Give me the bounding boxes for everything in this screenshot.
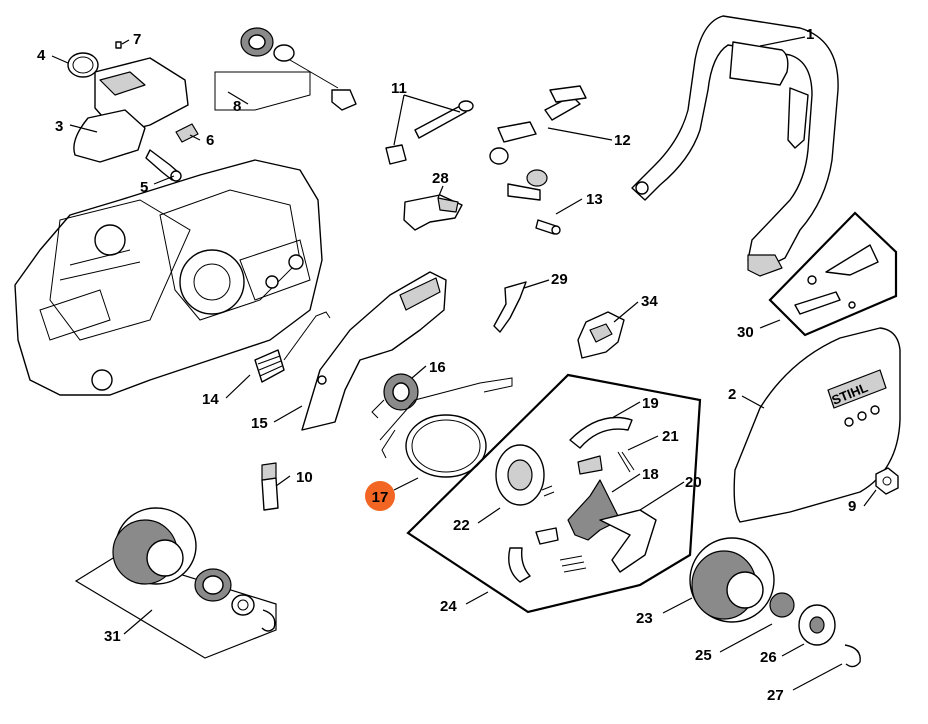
leader-lines	[51, 36, 877, 691]
label-20[interactable]: 20	[685, 474, 702, 491]
part-24-clutch-box[interactable]	[406, 373, 702, 614]
part-tensioner[interactable]	[489, 85, 587, 201]
label-24[interactable]: 24	[440, 598, 457, 615]
part-31-sprocket[interactable]	[74, 507, 277, 659]
part-cover-plate[interactable]	[301, 271, 447, 431]
label-10[interactable]: 10	[296, 469, 313, 486]
label-30[interactable]: 30	[737, 324, 754, 341]
label-28[interactable]: 28	[432, 170, 449, 187]
part-clutch-drum[interactable]	[689, 537, 861, 668]
label-23[interactable]: 23	[636, 610, 653, 627]
part-number-labels: 1 2 3 4 5 6 7 8 9 10 11 12 13 14 15 16 1…	[37, 26, 856, 704]
label-5[interactable]: 5	[140, 179, 148, 196]
part-hand-guard[interactable]	[631, 15, 839, 277]
label-11[interactable]: 11	[391, 80, 407, 97]
label-22[interactable]: 22	[453, 517, 470, 534]
part-sprocket-cover[interactable]: STIHL	[733, 327, 901, 523]
part-spring-16[interactable]	[371, 373, 419, 419]
part-spring-clip[interactable]	[493, 281, 527, 333]
label-27[interactable]: 27	[767, 687, 784, 704]
label-17[interactable]: 17	[372, 489, 389, 506]
label-12[interactable]: 12	[614, 132, 631, 149]
label-14[interactable]: 14	[202, 391, 219, 408]
part-spring[interactable]	[254, 311, 331, 383]
label-34[interactable]: 34	[641, 293, 658, 310]
label-6[interactable]: 6	[206, 132, 214, 149]
part-chain-catcher[interactable]	[577, 311, 625, 359]
highlighted-label-17[interactable]: 17	[365, 481, 395, 511]
part-screw[interactable]	[535, 219, 561, 235]
label-7[interactable]: 7	[133, 31, 141, 48]
part-fittings[interactable]	[145, 123, 199, 182]
label-18[interactable]: 18	[642, 466, 659, 483]
part-30-inset[interactable]	[768, 211, 898, 337]
part-adjusting-kit[interactable]	[214, 27, 357, 111]
label-2[interactable]: 2	[728, 386, 736, 403]
label-4[interactable]: 4	[37, 47, 46, 64]
label-19[interactable]: 19	[642, 395, 659, 412]
part-oil-pump[interactable]	[67, 41, 189, 163]
part-pin[interactable]	[261, 462, 279, 511]
label-15[interactable]: 15	[251, 415, 268, 432]
label-8[interactable]: 8	[233, 98, 241, 115]
label-29[interactable]: 29	[551, 271, 568, 288]
part-crankcase[interactable]	[14, 159, 323, 396]
label-9[interactable]: 9	[848, 498, 856, 515]
part-strap-loop[interactable]	[379, 377, 513, 478]
label-26[interactable]: 26	[760, 649, 777, 666]
label-25[interactable]: 25	[695, 647, 712, 664]
label-1[interactable]: 1	[806, 26, 814, 43]
part-nut[interactable]	[875, 467, 899, 495]
label-3[interactable]: 3	[55, 118, 63, 135]
highlight-marker[interactable]	[365, 481, 395, 511]
part-bolt-stud[interactable]	[385, 100, 474, 165]
label-21[interactable]: 21	[662, 428, 679, 445]
label-13[interactable]: 13	[586, 191, 603, 208]
part-lever[interactable]	[403, 194, 463, 231]
label-31[interactable]: 31	[104, 628, 121, 645]
label-16[interactable]: 16	[429, 359, 446, 376]
